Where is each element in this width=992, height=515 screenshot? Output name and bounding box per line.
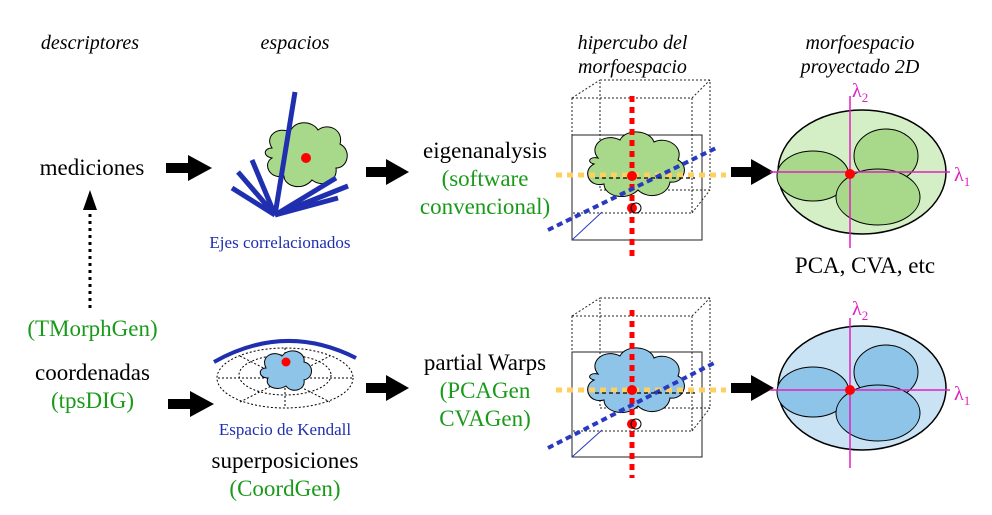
caption-espacio-kendall: Espacio de Kendall: [218, 420, 352, 439]
lambda2-top-symbol: λ: [852, 80, 862, 102]
lambda2-bottom: λ2: [852, 299, 868, 322]
label-superposiciones: superposiciones: [211, 448, 359, 473]
label-tpsdig: (tpsDIG): [50, 388, 135, 413]
projected-morphospace-top: [770, 96, 950, 248]
label-eigenanalysis: eigenanalysis: [423, 138, 547, 163]
header-morfo-line2: proyectado 2D: [800, 56, 920, 78]
header-descriptores: descriptores: [40, 32, 140, 54]
dotted-arrow-up: [83, 190, 97, 308]
lambda1-top-symbol: λ: [954, 164, 964, 186]
label-pca-cva: PCA, CVA, etc: [794, 253, 936, 278]
correlated-axes-icon: [230, 91, 349, 218]
label-partial-warps: partial Warps: [423, 350, 547, 375]
flow-arrow-kendall-to-warps: [366, 375, 409, 401]
lambda1-top: λ1: [954, 165, 970, 188]
label-cvagen: CVAGen): [439, 406, 531, 431]
header-espacios: espacios: [260, 32, 330, 54]
hypercube-bottom: [547, 297, 726, 478]
hypercube-top: [547, 79, 726, 258]
projected-morphospace-bottom: [770, 318, 950, 468]
label-software-line2: convencional): [419, 194, 551, 219]
lambda1-bottom-sub: 1: [963, 393, 971, 408]
label-tmorphgen: (TMorphGen): [27, 316, 158, 341]
label-mediciones: mediciones: [39, 155, 145, 180]
lambda2-top: λ2: [852, 81, 868, 104]
caption-ejes-correlacionados: Ejes correlacionados: [209, 233, 351, 252]
lambda2-bottom-sub: 2: [861, 308, 869, 323]
label-software-line1: (software: [441, 166, 529, 191]
kendall-space-icon: [213, 338, 357, 409]
label-coordenadas: coordenadas: [35, 360, 150, 385]
lambda2-bottom-symbol: λ: [852, 298, 862, 320]
lambda1-bottom-symbol: λ: [954, 383, 964, 405]
label-pcagen: (PCAGen: [439, 378, 531, 403]
flow-arrow-axes-to-eigen: [366, 159, 409, 185]
lambda1-bottom: λ1: [954, 384, 970, 407]
flow-arrow-hypercube-to-2d-top: [731, 159, 774, 185]
flow-arrow-mediciones-to-axes: [166, 155, 212, 181]
flow-arrow-coordenadas-to-kendall: [168, 391, 214, 417]
header-hipercubo-line2: morfoespacio: [578, 56, 687, 78]
flow-arrow-hypercube-to-2d-bottom: [731, 375, 774, 401]
label-coordgen: (CoordGen): [229, 476, 341, 501]
lambda2-top-sub: 2: [861, 90, 869, 105]
header-morfo-line1: morfoespacio: [805, 32, 915, 54]
header-hipercubo-line1: hipercubo del: [577, 32, 688, 54]
lambda1-top-sub: 1: [963, 174, 971, 189]
